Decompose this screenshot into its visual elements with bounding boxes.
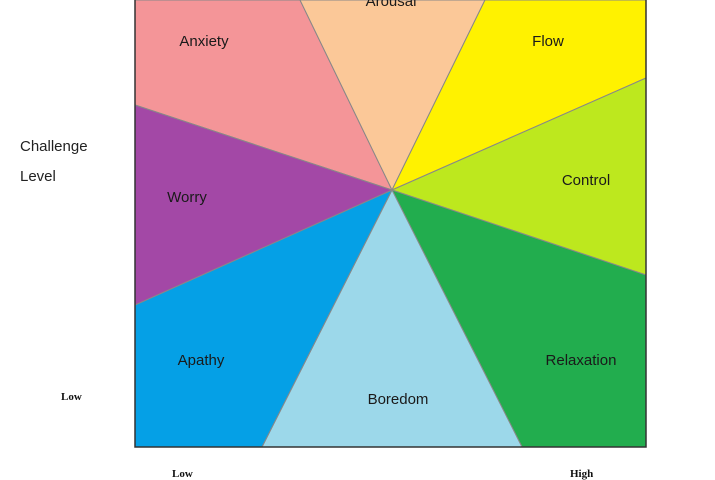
label-control: Control <box>562 172 610 189</box>
label-anxiety: Anxiety <box>179 33 229 50</box>
y-axis-label: Challenge Level <box>20 132 88 192</box>
plot-frame <box>134 0 647 448</box>
y-axis-low-label: Low <box>61 391 82 403</box>
label-arousal: Arousal <box>366 0 417 10</box>
x-axis-high-label: High <box>570 468 594 480</box>
label-worry: Worry <box>167 189 207 206</box>
label-flow: Flow <box>532 33 564 50</box>
label-boredom: Boredom <box>368 391 429 408</box>
label-apathy: Apathy <box>178 352 225 369</box>
x-axis-low-label: Low <box>172 468 193 480</box>
label-relaxation: Relaxation <box>546 352 617 369</box>
y-axis-label-line1: Challenge <box>20 138 88 155</box>
y-axis-label-line2: Level <box>20 168 56 185</box>
